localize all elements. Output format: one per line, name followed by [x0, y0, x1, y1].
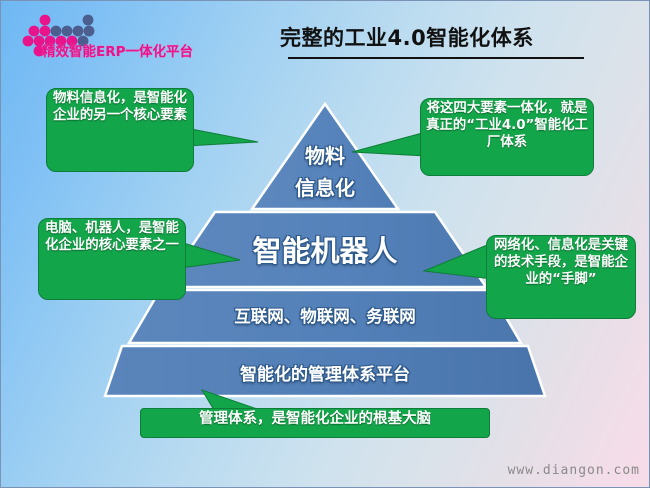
pyramid-tier-3-label: 互联网、物联网、务联网	[234, 307, 416, 326]
callout-top-right-text: 将这四大要素一体化，就是真正的“工业4.0”智能化工厂体系	[426, 101, 588, 151]
callout-middle-left: 电脑、机器人，是智能化企业的核心要素之一	[38, 218, 241, 300]
pyramid-tier-1	[249, 101, 401, 211]
callout-bottom: 管理体系，是智能化企业的根基大脑	[140, 389, 490, 438]
pyramid-tier-3	[126, 288, 524, 345]
pyramid-tier-2-label: 智能机器人	[252, 234, 398, 268]
pyramid-tier-4-label: 智能化的管理体系平台	[240, 365, 410, 385]
pyramid-tier-1-label-line1: 物料	[305, 144, 345, 168]
pyramid-tier-1-label-line2: 信息化	[295, 176, 355, 200]
page-title: 完整的工业4.0智能化体系	[280, 22, 610, 59]
callout-top-right: 将这四大要素一体化，就是真正的“工业4.0”智能化工厂体系	[351, 98, 594, 176]
callout-bottom-text: 管理体系，是智能化企业的根基大脑	[199, 411, 431, 427]
logo-text: 精效智能ERP一体化平台	[42, 44, 194, 60]
callout-middle-right-text: 网络化、信息化是关键的技术手段，是智能企业的“手脚”	[494, 238, 628, 288]
callout-top-left: 物料信息化，是智能化企业的另一个核心要素	[46, 88, 259, 172]
slide-header: 精效智能ERP一体化平台 完整的工业4.0智能化体系	[0, 0, 650, 68]
pyramid-tier-4	[103, 344, 547, 398]
dot-matrix-logo-icon	[14, 6, 264, 62]
callout-top-left-text: 物料信息化，是智能化企业的另一个核心要素	[53, 91, 187, 124]
callout-middle-left-text: 电脑、机器人，是智能化企业的核心要素之一	[45, 221, 179, 254]
watermark: www.diangon.com	[507, 463, 640, 478]
callout-middle-right: 网络化、信息化是关键的技术手段，是智能企业的“手脚”	[422, 235, 636, 319]
